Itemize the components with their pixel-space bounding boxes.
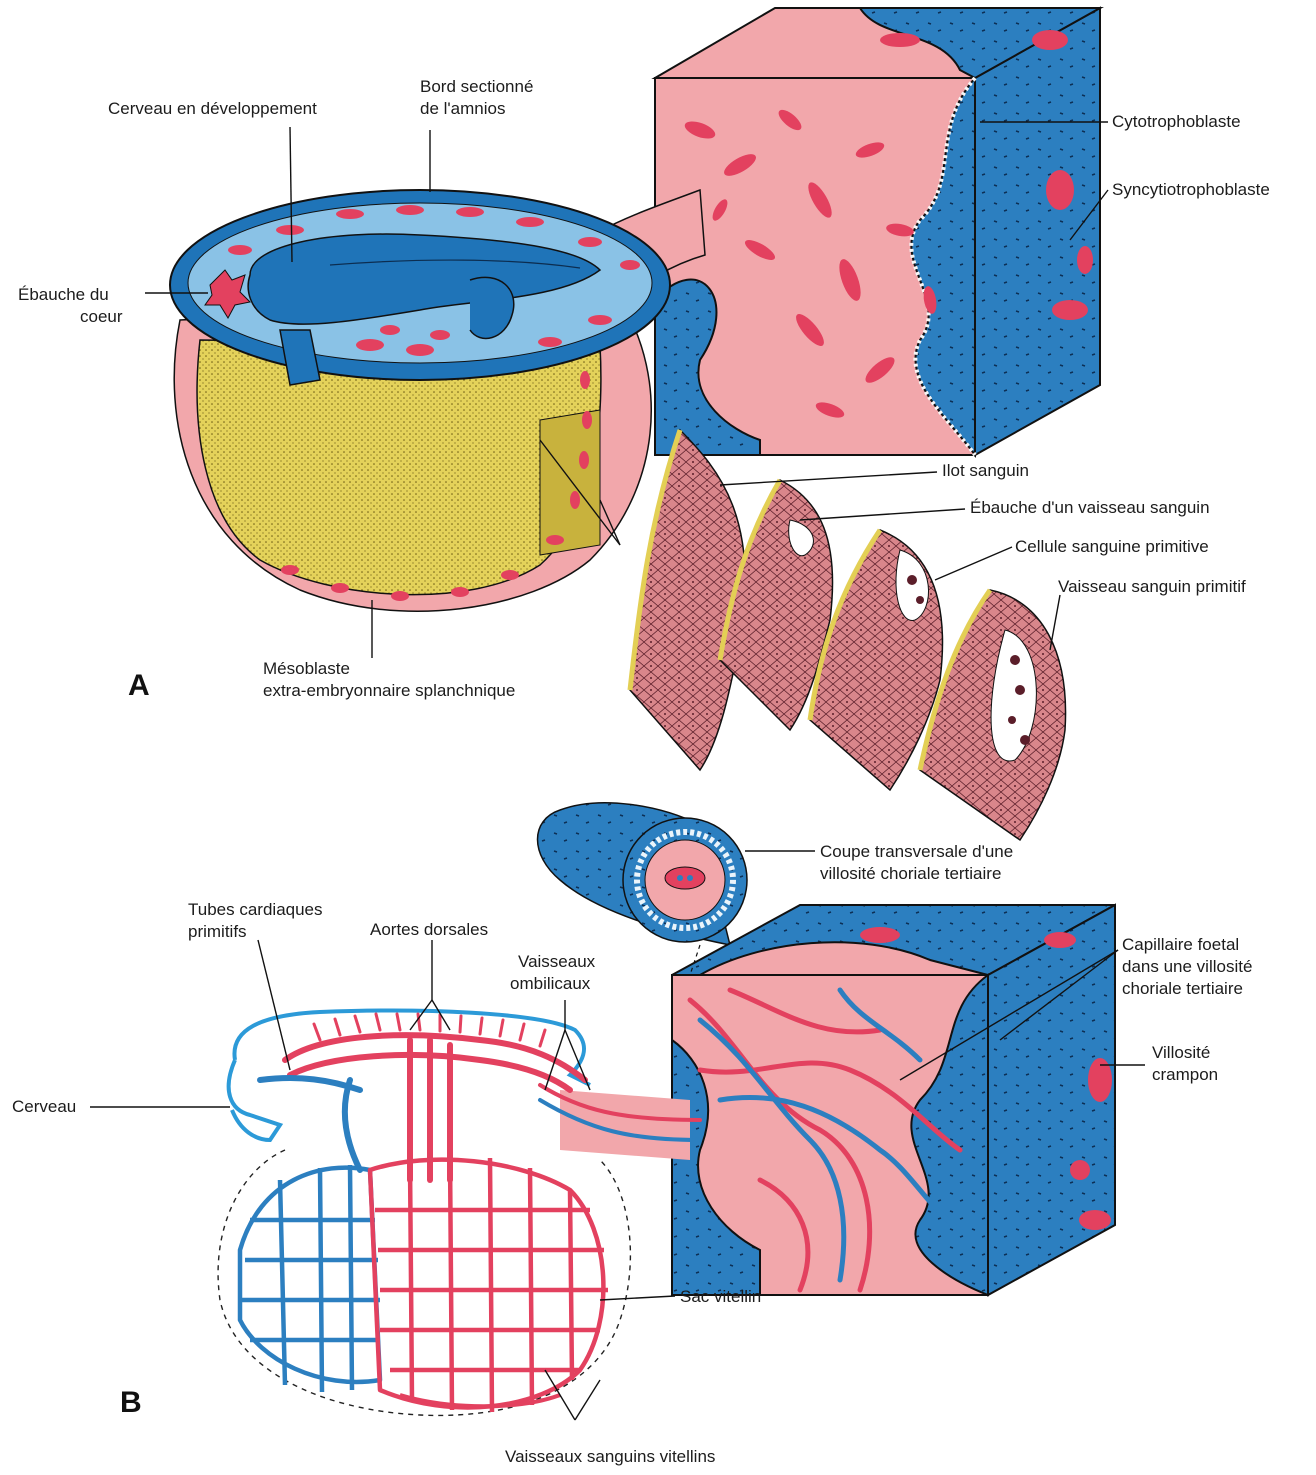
label-cross-section-line-1: Coupe transversale d'une xyxy=(820,842,1013,861)
label-anchoring-villus-line-2: crampon xyxy=(1152,1065,1218,1084)
label-heart-line-1: Ébauche du xyxy=(18,285,109,304)
label-developing-brain: Cerveau en développement xyxy=(108,99,317,118)
label-anchoring-villus-line-1: Villosité xyxy=(1152,1043,1210,1062)
villus-cube-a xyxy=(655,8,1100,455)
label-fetal-capillary-line-1: Capillaire foetal xyxy=(1122,935,1239,954)
label-syncytiotrophoblast: Syncytiotrophoblaste xyxy=(1112,180,1270,199)
label-fetal-capillary-line-3: choriale tertiaire xyxy=(1122,979,1243,998)
label-amnion-edge-line-1: Bord sectionné xyxy=(420,77,533,96)
vitelline-plexus-red xyxy=(370,1155,608,1412)
villus-cross-section xyxy=(538,803,748,945)
label-cross-section-line-2: villosité choriale tertiaire xyxy=(820,864,1001,883)
label-vessel-primordium: Ébauche d'un vaisseau sanguin xyxy=(970,498,1210,517)
label-mesoblast-line-1: Mésoblaste xyxy=(263,659,350,678)
label-mesoblast-line-2: extra-embryonnaire splanchnique xyxy=(263,681,515,700)
label-primitive-blood-cell: Cellule sanguine primitive xyxy=(1015,537,1209,556)
umbilical-cord-b xyxy=(560,1090,690,1160)
vitelline-plexus-blue xyxy=(240,1165,380,1392)
cut-window-a xyxy=(540,410,600,555)
label-blood-island: Ilot sanguin xyxy=(942,461,1029,480)
label-yolk-sac-b: Sac vitellin xyxy=(680,1287,761,1306)
panel-label-a: A xyxy=(128,669,150,702)
cube-a-side-face xyxy=(975,8,1100,455)
label-heart-tubes-line-2: primitifs xyxy=(188,922,247,941)
label-brain-b: Cerveau xyxy=(12,1097,76,1116)
label-umbilical-line-1: Vaisseaux xyxy=(518,952,596,971)
label-heart-line-2: coeur xyxy=(80,307,123,326)
label-cytotrophoblast: Cytotrophoblaste xyxy=(1112,112,1241,131)
blood-island-stage-1 xyxy=(630,430,745,770)
label-umbilical-line-2: ombilicaux xyxy=(510,974,591,993)
label-fetal-capillary-line-2: dans une villosité xyxy=(1122,957,1252,976)
label-vitelline-vessels: Vaisseaux sanguins vitellins xyxy=(505,1447,715,1466)
panel-b: B Coupe transversale d'une villosité cho… xyxy=(12,803,1252,1466)
label-dorsal-aortae: Aortes dorsales xyxy=(370,920,488,939)
label-amnion-edge-line-2: de l'amnios xyxy=(420,99,505,118)
embryo-disc-and-yolk-sac xyxy=(170,190,670,611)
panel-label-b: B xyxy=(120,1386,142,1419)
label-heart-tubes-line-1: Tubes cardiaques xyxy=(188,900,323,919)
label-primitive-vessel: Vaisseau sanguin primitif xyxy=(1058,577,1246,596)
panel-a: A Cerveau en développement Bord sectionn… xyxy=(18,8,1270,840)
